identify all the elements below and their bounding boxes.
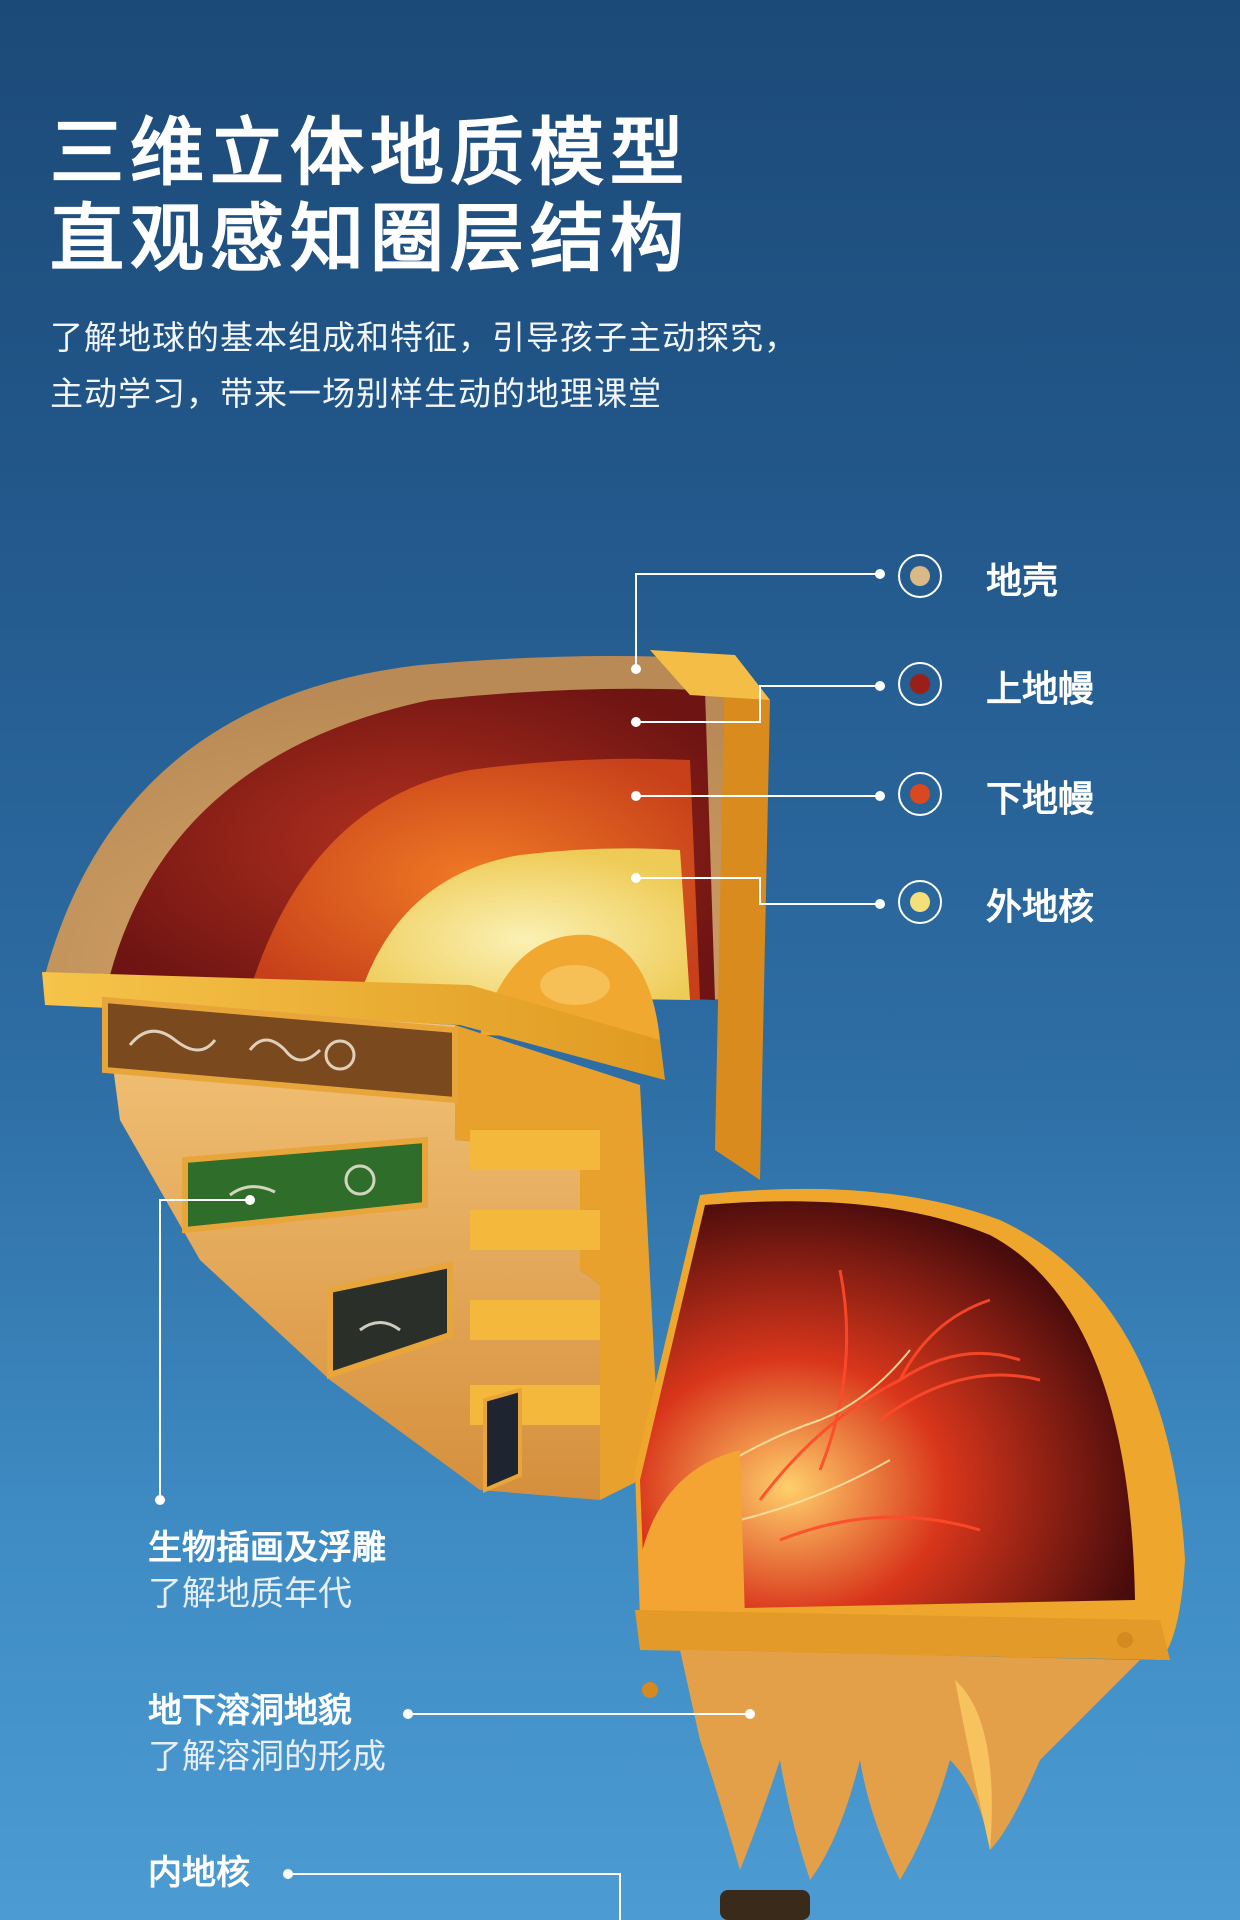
legend-item-crust: 地壳 [898,550,1218,606]
subtitle-line-2: 主动学习，带来一场别样生动的地理课堂 [50,374,662,413]
inner-core-title: 内地核 [148,1853,250,1893]
legend-label-crust: 地壳 [986,561,1059,602]
fossil-panel-4 [483,1387,522,1494]
frame-top-edge [650,650,770,700]
cave-subtitle: 了解溶洞的形成 [148,1737,386,1777]
upper-hemisphere [42,650,770,1500]
fossil-title: 生物插画及浮雕 [148,1528,386,1568]
lower-hemisphere [635,1188,1185,1920]
legend-item-lower-mantle: 下地幔 [898,768,1218,824]
annotation-inner-core: 内地核 [148,1850,250,1896]
title-line-2: 直观感知圈层结构 [50,196,690,282]
page-subtitle: 了解地球的基本组成和特征，引导孩子主动探究， 主动学习，带来一场别样生动的地理课… [50,310,798,422]
cave-stalactites [680,1650,1140,1880]
outer-core-swatch-icon [898,880,942,924]
legend-label-outer-core: 外地核 [986,887,1095,928]
page-title: 三维立体地质模型 直观感知圈层结构 [50,110,690,282]
legend-item-upper-mantle: 上地幔 [898,658,1218,714]
lava-interior [640,1201,1135,1610]
annotation-cave: 地下溶洞地貌 了解溶洞的形成 [148,1688,386,1780]
legend-label-upper-mantle: 上地幔 [986,669,1095,710]
frame-right-side [715,660,770,1180]
cave-title: 地下溶洞地貌 [148,1691,352,1731]
leader-lines [159,573,880,1920]
subtitle-line-1: 了解地球的基本组成和特征，引导孩子主动探究， [50,318,798,357]
fossil-panel-3 [327,1261,453,1380]
lower-rim [635,1610,1170,1660]
inner-core-hollow [640,1450,745,1620]
legend-item-outer-core: 外地核 [898,876,1218,932]
stepped-section [105,1005,600,1500]
annotation-fossil: 生物插画及浮雕 了解地质年代 [148,1525,386,1617]
legend-label-lower-mantle: 下地幔 [986,779,1095,820]
frame-bottom-ring [42,972,665,1080]
fossil-panel-1 [102,996,458,1104]
fossil-subtitle: 了解地质年代 [148,1574,352,1614]
crust-swatch-icon [898,554,942,598]
title-line-1: 三维立体地质模型 [50,110,690,196]
fossil-panel-2 [182,1136,428,1234]
upper-mantle-swatch-icon [898,662,942,706]
lower-mantle-swatch-icon [898,772,942,816]
